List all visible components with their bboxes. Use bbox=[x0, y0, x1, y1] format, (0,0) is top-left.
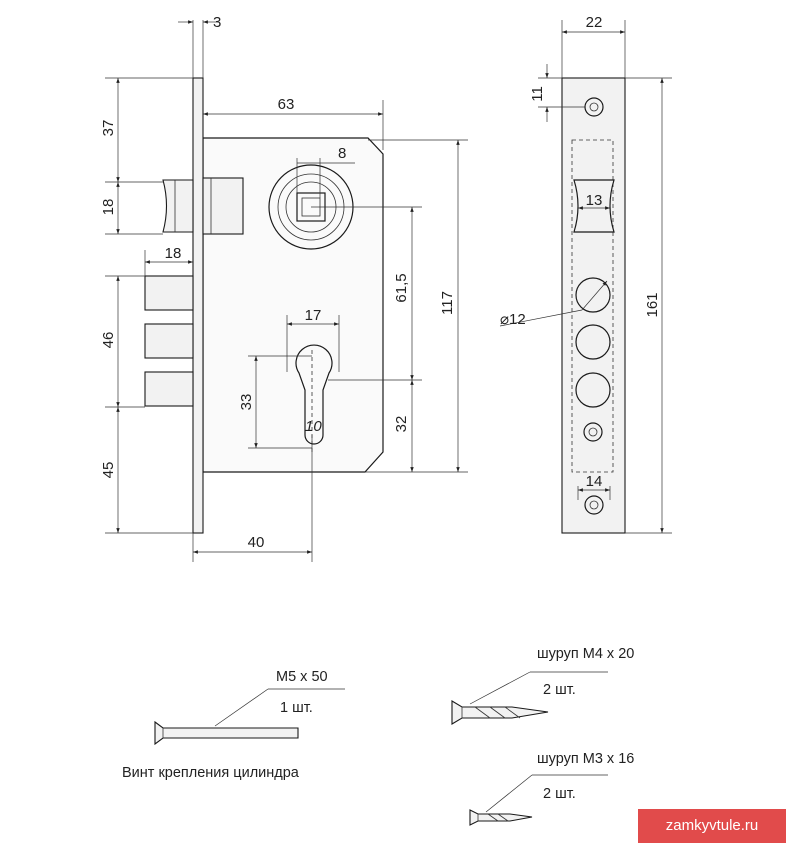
cylinder-screw-spec: M5 x 50 bbox=[276, 669, 328, 685]
dim-bolt-projection: 18 bbox=[165, 245, 182, 262]
dim-bottom-hole-width: 14 bbox=[586, 473, 603, 490]
dim-top-offset: 37 bbox=[100, 120, 117, 137]
dim-body-depth: 63 bbox=[278, 96, 295, 113]
dim-spindle-to-cylinder: 61,5 bbox=[393, 273, 410, 302]
dead-bolts bbox=[144, 275, 194, 407]
fastener-screw-m3: шуруп М3 x 16 2 шт. bbox=[469, 751, 634, 826]
bolt-hole-2 bbox=[575, 324, 611, 360]
dim-bolt-hole-diameter: ⌀12 bbox=[500, 311, 526, 328]
dim-body-height: 117 bbox=[439, 291, 456, 315]
lock-side-view bbox=[144, 77, 384, 534]
screw-hole-bottom bbox=[584, 495, 604, 515]
screw-hole-middle bbox=[583, 422, 603, 442]
faceplate-side bbox=[192, 77, 204, 534]
side-dimensions: 3 63 37 18 46 45 18 40 8 bbox=[100, 14, 468, 562]
cylinder-cutout bbox=[295, 344, 333, 445]
screw-m3-qty: 2 шт. bbox=[543, 786, 576, 802]
latch-bolt bbox=[162, 177, 244, 235]
dim-cylinder-height: 33 bbox=[238, 394, 255, 411]
dim-cylinder-to-bottom: 32 bbox=[393, 416, 410, 433]
dim-bolt-span: 46 bbox=[100, 332, 117, 349]
screw-m3-spec: шуруп М3 x 16 bbox=[537, 751, 634, 767]
bolt-hole-1 bbox=[575, 277, 611, 313]
latch-window bbox=[573, 179, 615, 233]
dim-faceplate-width: 22 bbox=[586, 14, 603, 31]
dim-backset: 40 bbox=[248, 534, 265, 551]
fastener-cylinder-screw: M5 x 50 1 шт. Винт крепления цилиндра bbox=[122, 669, 345, 781]
screw-m4-spec: шуруп М4 x 20 bbox=[537, 646, 634, 662]
cylinder-screw-qty: 1 шт. bbox=[280, 700, 313, 716]
dim-latch-window: 13 bbox=[586, 192, 603, 209]
faceplate-front-view bbox=[561, 77, 626, 534]
dim-screw-hole-offset: 11 bbox=[529, 86, 546, 102]
screw-m4-qty: 2 шт. bbox=[543, 682, 576, 698]
front-dimensions: 22 11 13 ⌀12 14 161 bbox=[499, 14, 672, 534]
dim-faceplate-thickness: 3 bbox=[213, 14, 221, 31]
dim-latch-height: 18 bbox=[100, 199, 117, 216]
fastener-screw-m4: шуруп М4 x 20 2 шт. bbox=[451, 646, 634, 725]
dim-cam-width: 10 bbox=[305, 418, 322, 435]
dim-cylinder-width: 17 bbox=[305, 307, 322, 324]
bolt-hole-3 bbox=[575, 372, 611, 408]
dim-bottom-offset: 45 bbox=[100, 462, 117, 479]
site-watermark[interactable]: zamkyvtule.ru bbox=[638, 809, 786, 843]
dim-spindle-square: 8 bbox=[338, 145, 346, 162]
dim-faceplate-length: 161 bbox=[644, 292, 661, 317]
cylinder-screw-caption: Винт крепления цилиндра bbox=[122, 765, 300, 781]
